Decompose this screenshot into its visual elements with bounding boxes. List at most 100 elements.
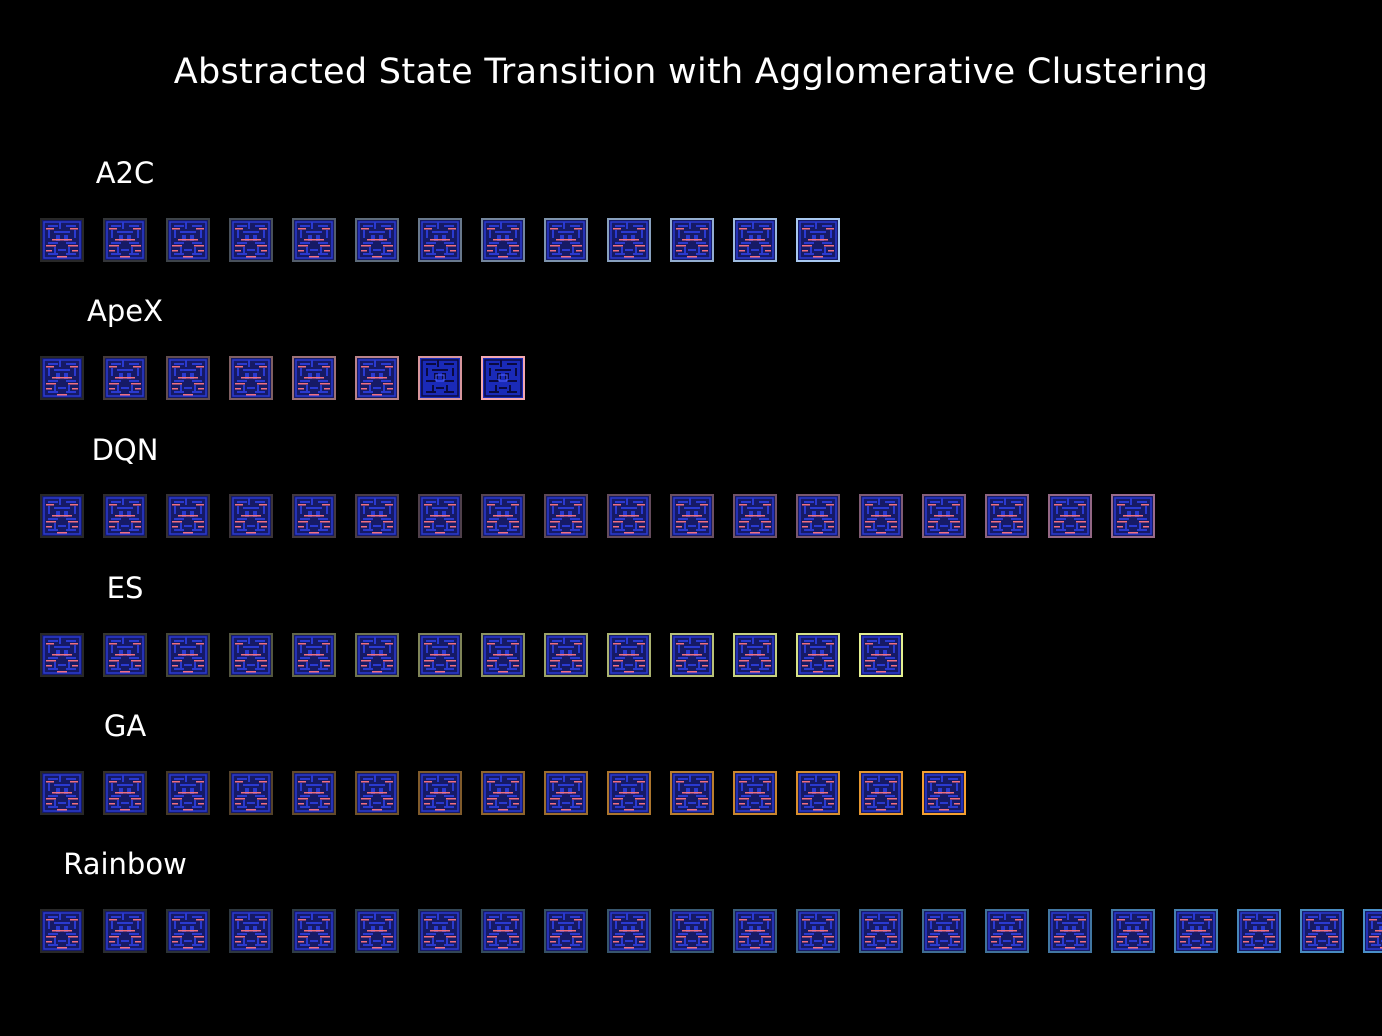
state-frame: [40, 218, 84, 262]
frame-strip-rainbow: [40, 909, 1382, 955]
state-frame: [418, 633, 462, 677]
row-label-rainbow: Rainbow: [63, 847, 187, 881]
frame-strip-ga: [40, 771, 1382, 817]
state-frame: [544, 218, 588, 262]
state-frame: [733, 218, 777, 262]
state-frame: [481, 909, 525, 953]
state-frame: [1048, 494, 1092, 538]
state-frame: [859, 909, 903, 953]
state-frame: [670, 494, 714, 538]
state-frame: [1111, 909, 1155, 953]
state-frame: [544, 909, 588, 953]
state-frame: [229, 771, 273, 815]
state-frame: [103, 356, 147, 400]
state-frame: [229, 218, 273, 262]
state-frame: [544, 494, 588, 538]
state-frame: [1174, 909, 1218, 953]
state-frame: [418, 218, 462, 262]
frame-strip-apex: [40, 356, 1382, 402]
state-frame: [1300, 909, 1344, 953]
state-frame: [544, 633, 588, 677]
state-frame: [418, 909, 462, 953]
state-frame: [166, 909, 210, 953]
state-frame: [1048, 909, 1092, 953]
row-label-apex: ApeX: [87, 294, 163, 328]
state-frame: [796, 771, 840, 815]
state-frame: [355, 633, 399, 677]
state-frame: [733, 633, 777, 677]
state-frame: [859, 494, 903, 538]
state-frame: [670, 771, 714, 815]
state-frame: [292, 771, 336, 815]
state-frame: [481, 771, 525, 815]
state-frame: [607, 494, 651, 538]
frame-strip-es: [40, 633, 1382, 679]
page-title: Abstracted State Transition with Agglome…: [173, 52, 1209, 92]
state-frame: [922, 909, 966, 953]
state-frame: [166, 633, 210, 677]
state-frame: [922, 494, 966, 538]
row-label-a2c: A2C: [95, 156, 155, 190]
state-frame: [229, 633, 273, 677]
frame-strip-dqn: [40, 494, 1382, 540]
state-frame: [985, 494, 1029, 538]
state-frame: [670, 633, 714, 677]
state-frame: [355, 909, 399, 953]
state-frame: [229, 494, 273, 538]
state-frame: [481, 356, 525, 400]
state-frame: [418, 494, 462, 538]
state-frame: [40, 633, 84, 677]
state-frame: [355, 218, 399, 262]
state-frame: [229, 356, 273, 400]
state-frame: [670, 909, 714, 953]
state-frame: [922, 771, 966, 815]
state-frame: [292, 494, 336, 538]
state-frame: [859, 771, 903, 815]
state-frame: [607, 218, 651, 262]
state-frame: [103, 218, 147, 262]
row-label-es: ES: [106, 571, 144, 605]
state-frame: [796, 909, 840, 953]
state-frame: [796, 494, 840, 538]
state-frame: [859, 633, 903, 677]
state-frame: [607, 909, 651, 953]
state-frame: [796, 218, 840, 262]
state-frame: [796, 633, 840, 677]
state-frame: [733, 771, 777, 815]
state-frame: [355, 356, 399, 400]
state-frame: [607, 771, 651, 815]
state-frame: [670, 218, 714, 262]
row-label-dqn: DQN: [91, 433, 159, 467]
row-label-ga: GA: [103, 709, 147, 743]
state-frame: [481, 218, 525, 262]
state-frame: [355, 494, 399, 538]
state-frame: [40, 356, 84, 400]
state-frame: [40, 771, 84, 815]
state-frame: [292, 633, 336, 677]
state-frame: [1363, 909, 1382, 953]
state-frame: [292, 218, 336, 262]
state-frame: [166, 356, 210, 400]
state-frame: [292, 909, 336, 953]
state-frame: [481, 494, 525, 538]
state-frame: [229, 909, 273, 953]
state-frame: [1237, 909, 1281, 953]
state-frame: [166, 218, 210, 262]
state-frame: [166, 771, 210, 815]
state-frame: [292, 356, 336, 400]
state-frame: [733, 909, 777, 953]
state-frame: [166, 494, 210, 538]
state-frame: [544, 771, 588, 815]
state-frame: [40, 494, 84, 538]
state-frame: [40, 909, 84, 953]
state-frame: [607, 633, 651, 677]
state-frame: [733, 494, 777, 538]
state-frame: [418, 771, 462, 815]
frame-strip-a2c: [40, 218, 1382, 264]
state-frame: [985, 909, 1029, 953]
state-frame: [1111, 494, 1155, 538]
state-frame: [481, 633, 525, 677]
state-frame: [103, 494, 147, 538]
state-frame: [355, 771, 399, 815]
state-frame: [103, 909, 147, 953]
